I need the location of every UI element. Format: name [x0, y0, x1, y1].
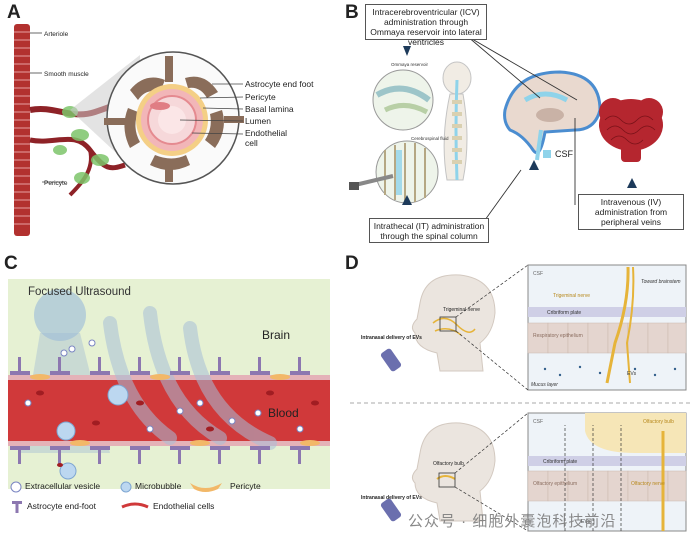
panel-d-illustration: Intranasal delivery of EVs Trigeminal ne… — [350, 264, 691, 532]
panel-c-illustration: Focused Ultrasound Brain Blood — [8, 279, 330, 513]
d-top-trigeminal: Trigeminal nerve — [443, 307, 480, 313]
panel-a: A — [0, 0, 345, 245]
legend-ev-label: Extracellular vesicle — [25, 481, 101, 491]
zoom-label-lumen: Lumen — [245, 116, 271, 126]
legend-astrocyte: Astrocyte end-foot — [27, 501, 96, 511]
it-box: Intrathecal (IT) administration through … — [369, 218, 489, 243]
d-bottom-cribriform: Cribriform plate — [543, 459, 577, 465]
zoom-label-cell: cell — [245, 138, 258, 148]
d-top-csf: CSF — [533, 271, 543, 277]
panel-d: D — [345, 253, 691, 553]
label-smooth-muscle: Smooth muscle — [44, 71, 89, 78]
label-arteriole: Arteriole — [44, 31, 69, 38]
d-bottom-olfactory-bulb2: Olfactory bulb — [643, 419, 674, 425]
zoom-label-basal-lamina: Basal lamina — [245, 104, 294, 114]
panel-c: C — [0, 253, 345, 553]
brain-label: Brain — [262, 328, 290, 342]
legend-endothelial: Endothelial cells — [153, 501, 214, 511]
panel-c-label: C — [4, 253, 18, 274]
watermark-text: 公众号 · 细胞外囊泡科技前沿 — [408, 513, 617, 530]
d-top-evs: EVs — [627, 371, 637, 377]
legend-microbubble: Microbubble — [135, 481, 181, 491]
label-csf-fluid: Cerebrospinal fluid — [411, 136, 449, 141]
csf-legend-label: CSF — [555, 149, 574, 159]
panel-a-illustration: Arteriole Smooth muscle Pericyte Astrocy… — [14, 24, 314, 236]
blood-label: Blood — [268, 406, 299, 420]
d-bottom-intranasal: Intranasal delivery of EVs — [361, 495, 422, 501]
panel-a-label: A — [7, 2, 21, 23]
legend-endothelial-label: Endothelial cells — [153, 501, 215, 511]
panel-d-label: D — [345, 253, 359, 274]
d-bottom-olfactory-bulb: Olfactory bulb — [433, 461, 464, 467]
d-bottom-evs: EVs — [581, 519, 591, 525]
d-top-respiratory: Respiratory epithelium — [533, 333, 583, 339]
legend-microbubble-label: Microbubble — [135, 481, 182, 491]
panel-b: B — [345, 0, 691, 245]
zoom-label-astrocyte: Astrocyte end foot — [245, 79, 314, 89]
legend-ev: Extracellular vesicle — [25, 481, 100, 491]
iv-box: Intravenous (IV) administration from per… — [578, 194, 684, 230]
icv-box: Intracerebroventricular (ICV) administra… — [365, 4, 487, 47]
legend-pericyte: Pericyte — [230, 481, 261, 491]
d-top-cribriform: Cribriform plate — [547, 310, 581, 316]
d-top-trigeminal2: Trigeminal nerve — [553, 293, 590, 299]
d-bottom-olfactory-epi: Olfactory epithelium — [533, 481, 577, 487]
d-top-toward-brainstem: Toward brainstem — [641, 279, 681, 285]
legend-astrocyte-label: Astrocyte end-foot — [27, 501, 96, 511]
zoom-label-pericyte: Pericyte — [245, 92, 276, 102]
d-top-intranasal: Intranasal delivery of EVs — [361, 335, 422, 341]
d-bottom-olfactory-nerve: Olfactory nerve — [631, 481, 665, 487]
legend-pericyte-label: Pericyte — [230, 481, 261, 491]
panel-b-label: B — [345, 2, 359, 23]
label-ommaya: Ommaya reservoir — [391, 62, 429, 67]
d-top-mucus: Mucus layer — [531, 382, 558, 388]
focused-ultrasound-label: Focused Ultrasound — [28, 286, 131, 298]
d-bottom-csf: CSF — [533, 419, 543, 425]
zoom-label-endothelial: Endothelial — [245, 128, 287, 138]
panel-b-illustration: Ommaya reservoir Cerebrospinal fluid CSF — [349, 35, 663, 221]
label-pericyte-a: Pericyte — [44, 180, 68, 187]
